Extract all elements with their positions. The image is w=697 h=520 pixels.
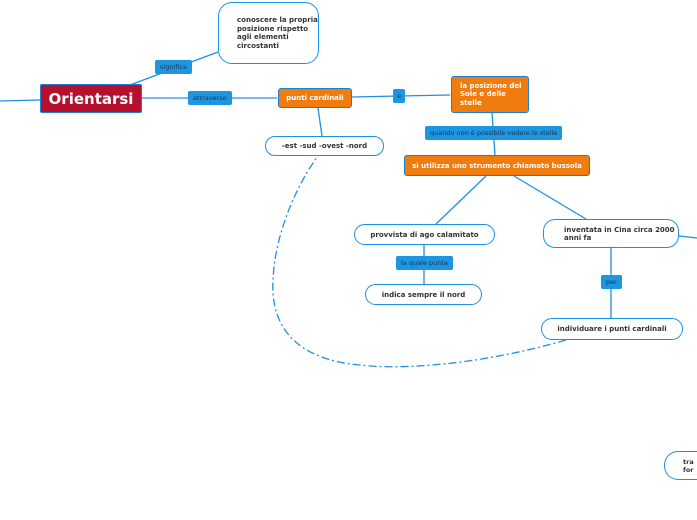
node-bussola[interactable]: si utilizza uno strumento chiamato busso… xyxy=(404,155,590,176)
node-punti-cardinali[interactable]: punti cardinali xyxy=(278,88,352,108)
node-indica[interactable]: indica sempre il nord xyxy=(365,284,482,305)
node-sole-stelle[interactable]: la posizione del Sole e delle stelle xyxy=(451,76,529,113)
node-directions[interactable]: -est -sud -ovest -nord xyxy=(265,136,384,156)
label-e: e xyxy=(393,89,405,103)
root-node[interactable]: Orientarsi xyxy=(40,84,142,113)
node-individuare[interactable]: individuare i punti cardinali xyxy=(541,318,683,340)
node-cut-off[interactable]: tra for xyxy=(664,451,697,480)
node-conoscere[interactable]: conoscere la propria posizione rispetto … xyxy=(218,2,319,64)
label-la-quale-punta: la quale punta xyxy=(396,256,453,270)
label-significa: significa xyxy=(155,60,192,74)
node-ago[interactable]: provvista di ago calamitato xyxy=(354,224,495,245)
label-attraverso: attraverso xyxy=(188,91,232,105)
label-per: per xyxy=(601,275,622,289)
label-quando: quando non è possibile vedere le stelle xyxy=(425,126,563,140)
node-cina[interactable]: inventata in Cina circa 2000 anni fa xyxy=(543,219,679,248)
